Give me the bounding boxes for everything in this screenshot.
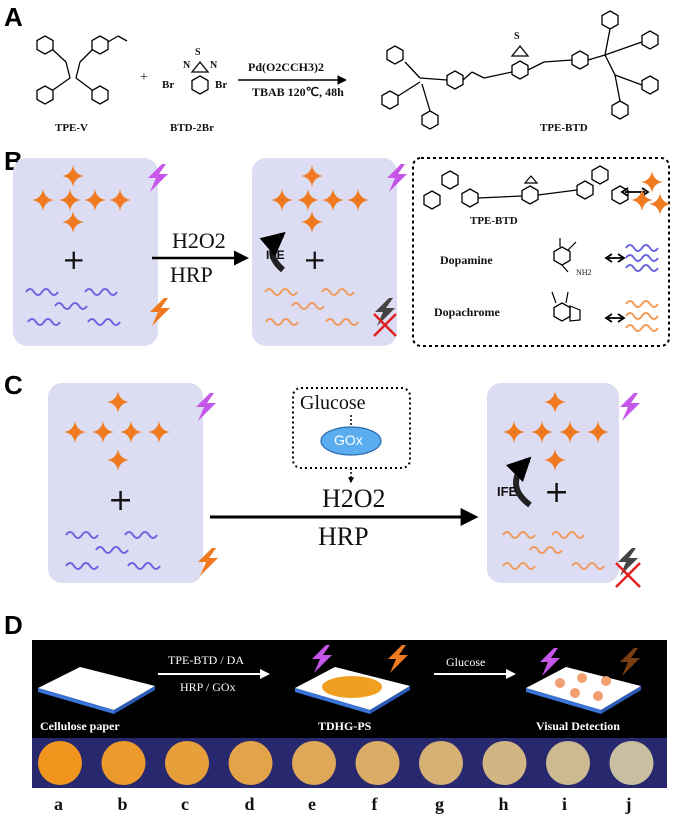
panel-c-excitation-bolt-after-icon xyxy=(620,393,640,421)
panel-b-legend-box xyxy=(412,157,670,347)
panel-c-quench-cross-icon xyxy=(615,562,641,588)
sample-dot-i xyxy=(546,741,590,785)
sample-dots xyxy=(38,741,654,785)
br-atom-left: Br xyxy=(162,79,175,91)
legend-tpe-btd-structure xyxy=(423,165,629,210)
panel-b-h2o2-label: H2O2 xyxy=(172,228,226,253)
panel-b-hrp-label: HRP xyxy=(170,262,213,287)
legend-dopachrome-wave-icon xyxy=(625,300,659,332)
panel-c-ife-label: IFE xyxy=(497,484,518,499)
sample-dot-j xyxy=(609,741,654,785)
sample-label-d: d xyxy=(244,794,255,814)
step1-top-label: TPE-BTD / DA xyxy=(168,653,244,667)
panel-b-cuvette-before xyxy=(13,158,158,346)
sample-dot-e xyxy=(292,741,336,785)
sample-dot-d xyxy=(228,741,273,785)
sample-label-f: f xyxy=(371,794,378,814)
tpe-btd-label: TPE-BTD xyxy=(540,122,588,134)
gox-cloud-icon xyxy=(320,426,382,456)
legend-tpe-btd-label: TPE-BTD xyxy=(470,215,518,227)
s-atom-btd: S xyxy=(195,47,201,58)
panel-c-hrp-label: HRP xyxy=(318,522,369,551)
step1-bottom-label: HRP / GOx xyxy=(180,680,236,694)
legend-star-icon-3 xyxy=(649,193,671,215)
sample-label-j: j xyxy=(625,794,632,814)
legend-dopamine-wave-icon xyxy=(625,244,659,272)
panel-c-ife-arrow-icon xyxy=(505,456,532,508)
sample-label-g: g xyxy=(435,794,444,814)
plus-sign-b-before: + xyxy=(62,243,86,276)
plus-sign-c-before: + xyxy=(108,483,134,518)
panel-label-a: A xyxy=(4,2,23,32)
step2-label: Glucose xyxy=(446,655,486,669)
caption-cellulose-paper: Cellulose paper xyxy=(40,719,120,733)
legend-nh2-label: NH2 xyxy=(576,268,592,277)
caption-tdhg-ps: TDHG-PS xyxy=(318,719,372,733)
panel-b-quench-cross-icon xyxy=(373,313,397,337)
panel-b-cuvette-after xyxy=(252,158,397,346)
cellulose-paper-icon xyxy=(38,667,155,714)
legend-arrow-dopamine xyxy=(604,253,626,263)
panel-b-ife-arrow-icon xyxy=(259,231,286,273)
sample-dot-g xyxy=(419,741,463,785)
panel-c-quenched-bolt-icon xyxy=(618,548,638,576)
btd-2br-label: BTD-2Br xyxy=(170,122,214,134)
tpe-btd-structure xyxy=(381,10,659,130)
tdhg-ps-paper-icon xyxy=(295,667,410,714)
sample-label-h: h xyxy=(498,794,509,814)
conditions-label: TBAB 120℃, 48h xyxy=(252,85,344,99)
catalyst-label: Pd(O2CCH3)2 xyxy=(248,60,324,74)
legend-dopachrome-structure xyxy=(551,291,581,322)
plus-sign-c-after: + xyxy=(544,475,570,510)
sample-dot-f xyxy=(355,741,400,785)
tpe-v-structure xyxy=(36,35,128,105)
visual-detection-paper-icon xyxy=(526,667,641,714)
legend-dopamine-label: Dopamine xyxy=(440,253,493,267)
br-atom-right: Br xyxy=(215,79,228,91)
legend-dopachrome-label: Dopachrome xyxy=(434,305,500,319)
sample-label-a: a xyxy=(54,794,63,814)
sample-dot-b xyxy=(101,741,146,785)
legend-arrow-dopachrome xyxy=(604,313,626,323)
panel-b-ife-label: IFE xyxy=(266,248,285,262)
panel-label-d: D xyxy=(4,610,23,640)
legend-dopamine-structure xyxy=(553,238,577,273)
n-atom-btd-right: N xyxy=(210,60,218,71)
gox-label: GOx xyxy=(334,432,363,448)
sample-label-e: e xyxy=(308,794,316,814)
sample-label-b: b xyxy=(117,794,128,814)
plus-sign-a: + xyxy=(140,70,148,85)
glucose-label: Glucose xyxy=(300,392,366,414)
caption-visual-detection: Visual Detection xyxy=(536,719,620,733)
sample-label-c: c xyxy=(181,794,189,814)
sample-label-i: i xyxy=(562,794,568,814)
sample-dot-h xyxy=(482,741,527,785)
panel-label-c: C xyxy=(4,370,23,400)
sample-dot-c xyxy=(165,741,209,785)
s-atom-product: S xyxy=(514,31,520,42)
tpe-v-label: TPE-V xyxy=(55,122,88,134)
sample-dot-a xyxy=(38,741,82,785)
plus-sign-b-after: + xyxy=(303,243,327,276)
btd-2br-structure xyxy=(190,60,210,95)
panel-c-h2o2-label: H2O2 xyxy=(322,484,386,513)
n-atom-btd-left: N xyxy=(183,60,191,71)
